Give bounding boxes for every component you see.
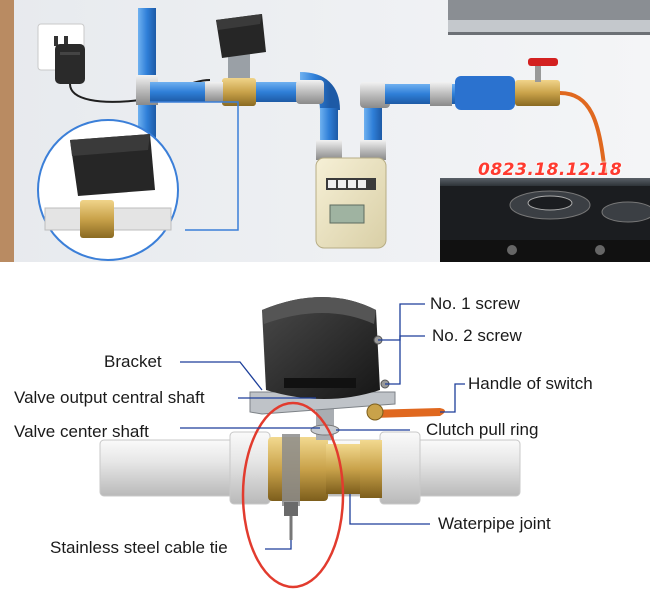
gas-filter (455, 76, 515, 110)
switch-handle (370, 408, 445, 418)
leader-handle (440, 383, 465, 413)
orange-hose (559, 91, 607, 176)
label-handle: Handle of switch (468, 374, 593, 393)
leader-bracket (180, 361, 263, 391)
handle-nut (366, 403, 384, 421)
meter-coupling-left (316, 140, 342, 160)
label-bracket: Bracket (104, 352, 162, 371)
installation-scene (0, 0, 650, 262)
phone-watermark: 0823.18.12.18 (478, 160, 623, 180)
gas-meter (315, 157, 387, 249)
leader-waterpipe (349, 494, 430, 525)
label-clutch: Clutch pull ring (426, 420, 539, 439)
elbow-fitting-right (360, 82, 390, 108)
label-center-shaft: Valve center shaft (14, 422, 149, 441)
scene-valve-assembly (205, 14, 266, 106)
leader-lines (180, 303, 465, 550)
stove (440, 178, 650, 262)
power-adapter-icon (55, 44, 85, 84)
label-screw-1: No. 1 screw (430, 294, 520, 313)
label-cable-tie: Stainless steel cable tie (50, 538, 228, 557)
red-valve-handle (528, 58, 558, 66)
label-output-shaft: Valve output central shaft (14, 388, 205, 407)
label-waterpipe: Waterpipe joint (438, 514, 551, 533)
coupling-right (430, 82, 452, 106)
pipe-coupling-right (379, 431, 421, 505)
wooden-edge (0, 0, 14, 262)
leader-cable-tie (265, 540, 292, 550)
leader-screw1 (378, 303, 425, 341)
leader-screw2 (385, 335, 425, 385)
right-pipe (385, 84, 465, 104)
valve-stem-right (535, 62, 541, 82)
ball-valve-right (515, 80, 560, 106)
valve-detail (99, 297, 521, 589)
meter-coupling-right (360, 140, 386, 160)
highlight-ellipse (241, 401, 345, 589)
pipe-coupling-left (229, 431, 271, 505)
elbow-fitting-left (296, 80, 324, 104)
label-screw-2: No. 2 screw (432, 326, 522, 345)
inset-zoom (37, 101, 239, 261)
cable-tie (282, 434, 300, 540)
valve-actuator (262, 297, 380, 399)
range-hood (448, 0, 650, 35)
